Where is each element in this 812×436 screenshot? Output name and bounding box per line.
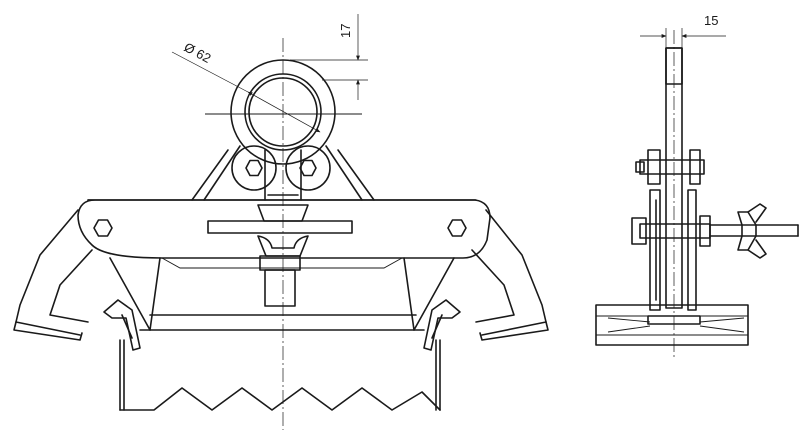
side-base-beam	[595, 304, 749, 346]
front-view: Ø 62 17	[13, 14, 549, 430]
left-jaw	[13, 209, 161, 351]
side-pin-lower	[631, 215, 799, 247]
center-screw	[207, 204, 353, 307]
side-handle	[737, 203, 767, 259]
dimension-plate-thickness: 15	[640, 13, 726, 48]
right-jaw	[403, 209, 549, 351]
hex-bolt-icon	[245, 159, 263, 177]
hex-bolt-icon	[299, 159, 317, 177]
dimension-eye-offset: 17	[290, 14, 368, 100]
upper-links	[191, 145, 375, 201]
ring-diameter-label: Ø 62	[182, 39, 214, 65]
plate-thickness-label: 15	[704, 13, 718, 28]
eye-offset-label: 17	[338, 24, 353, 38]
hex-bolt-icon	[93, 219, 113, 237]
side-view: 15	[595, 13, 799, 360]
main-frame	[77, 199, 491, 259]
side-pin-upper	[635, 149, 705, 185]
side-plates	[649, 189, 697, 311]
cross-bar	[139, 257, 425, 331]
drum-load	[119, 339, 441, 411]
side-eye-plate	[665, 47, 683, 309]
hex-bolt-icon	[447, 219, 467, 237]
